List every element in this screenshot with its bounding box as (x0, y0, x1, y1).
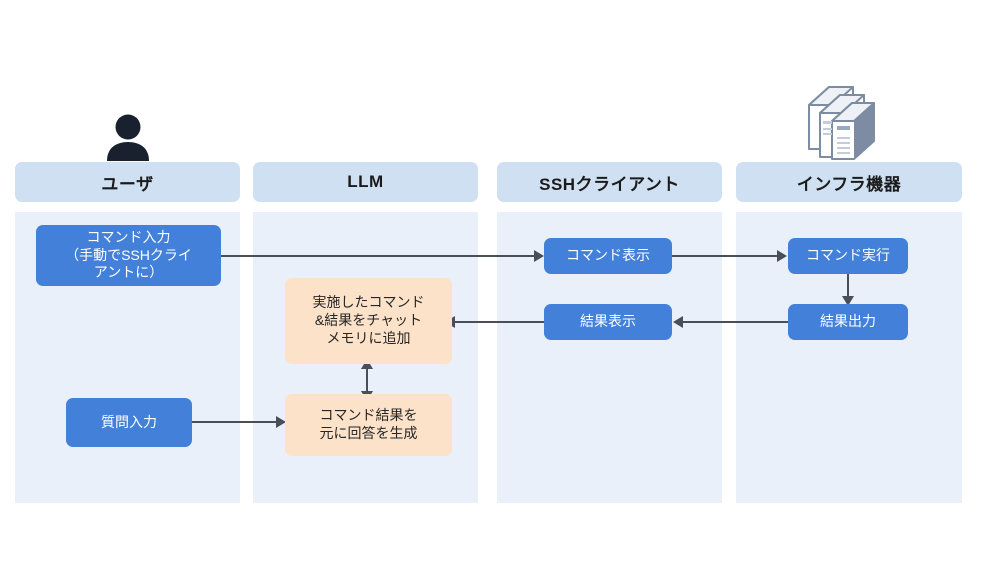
node-command-execute[interactable]: コマンド実行 (788, 238, 908, 274)
user-avatar-icon (103, 113, 153, 161)
node-command-display-label: コマンド表示 (566, 247, 650, 264)
connector-command-execute-to-result-output (847, 274, 849, 299)
node-command-input-label: コマンド入力 （手動でSSHクライ アントに） (65, 228, 192, 281)
connector-result-output-to-result-display (683, 321, 788, 323)
connector-memory-answer-link (366, 364, 368, 394)
node-command-input[interactable]: コマンド入力 （手動でSSHクライ アントに） (36, 225, 221, 286)
lane-header-infra: インフラ機器 (736, 162, 962, 202)
node-generate-answer[interactable]: コマンド結果を 元に回答を生成 (285, 394, 452, 456)
connector-question-input-to-generate-answer-arrowhead (276, 416, 286, 428)
node-question-input-label: 質問入力 (101, 413, 157, 430)
lane-header-user: ユーザ (15, 162, 240, 202)
node-add-to-memory[interactable]: 実施したコマンド &結果をチャット メモリに追加 (285, 278, 452, 364)
connector-result-output-to-result-display-arrowhead (673, 316, 683, 328)
node-generate-answer-label: コマンド結果を 元に回答を生成 (319, 407, 418, 441)
node-result-output-label: 結果出力 (820, 313, 876, 330)
connector-command-display-to-command-execute (672, 255, 778, 257)
connector-command-input-to-command-display-arrowhead (534, 250, 544, 262)
node-add-to-memory-label: 実施したコマンド &結果をチャット メモリに追加 (312, 294, 425, 346)
connector-command-input-to-command-display (221, 255, 535, 257)
connector-result-display-to-add-to-memory (455, 321, 544, 323)
node-result-output[interactable]: 結果出力 (788, 304, 908, 340)
node-result-display[interactable]: 結果表示 (544, 304, 672, 340)
node-question-input[interactable]: 質問入力 (66, 398, 192, 447)
connector-memory-answer-link-arrowhead-up (361, 359, 373, 369)
lane-header-llm: LLM (253, 162, 478, 202)
lane-header-llm-label: LLM (347, 172, 384, 191)
node-command-execute-label: コマンド実行 (806, 247, 890, 264)
connector-question-input-to-generate-answer (192, 421, 277, 423)
node-command-display[interactable]: コマンド表示 (544, 238, 672, 274)
lane-header-ssh-client-label: SSHクライアント (539, 174, 680, 194)
lane-header-ssh-client: SSHクライアント (497, 162, 722, 202)
lane-header-user-label: ユーザ (101, 174, 154, 194)
node-result-display-label: 結果表示 (580, 313, 636, 330)
connector-command-display-to-command-execute-arrowhead (777, 250, 787, 262)
connector-command-execute-to-result-output-arrowhead (842, 296, 854, 306)
server-stack-icon (805, 83, 877, 163)
lane-header-infra-label: インフラ機器 (796, 174, 902, 194)
